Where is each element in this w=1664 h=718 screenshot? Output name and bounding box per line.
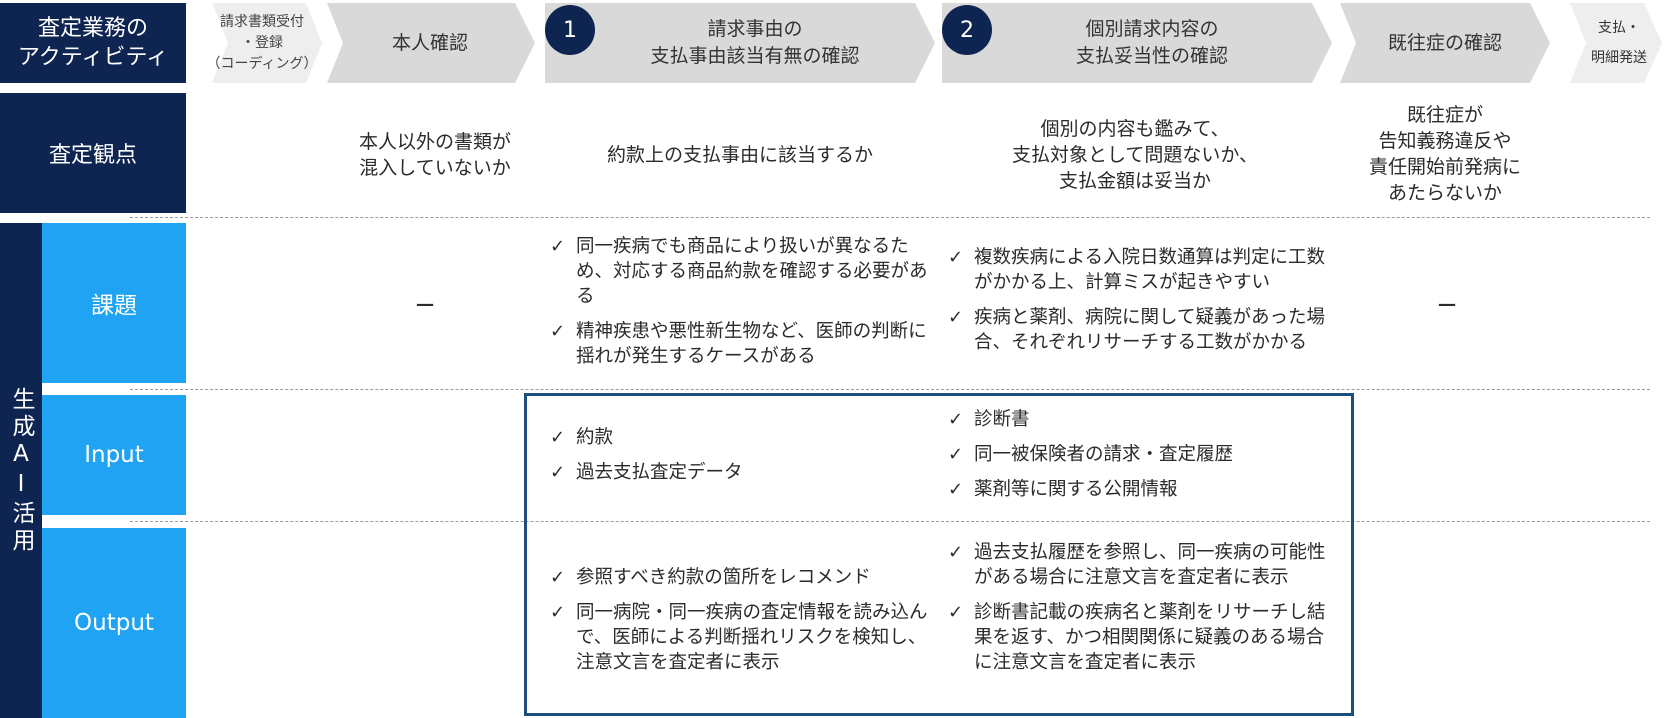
step-claim-reason-label: 請求事由の 支払事由該当有無の確認 — [650, 18, 860, 67]
process-arrow-registration — [212, 3, 322, 83]
list-item: ✓過去支払査定データ — [550, 462, 743, 483]
separator-line — [130, 217, 1650, 218]
output-row-label: Output — [42, 528, 186, 718]
separator-line — [130, 389, 1650, 390]
list-item: ✓参照すべき約款の箇所をレコメンド — [550, 567, 871, 588]
step-number-badge-1: 1 — [545, 5, 595, 55]
check-icon: ✓ — [550, 321, 566, 342]
step-payment-label: 支払・ 明細発送 — [1591, 20, 1647, 66]
list-item: ✓同一病院・同一疾病の査定情報を読み込んで、医師による判断揺れリスクを検知し、注… — [550, 602, 928, 673]
viewpoint-payment-validity: 個別の内容も鑑みて、 支払対象として問題ないか、 支払金額は妥当か — [1011, 118, 1259, 192]
viewpoint-claim-reason: 約款上の支払事由に該当するか — [606, 144, 873, 166]
list-item: ✓薬剤等に関する公開情報 — [948, 479, 1178, 500]
process-arrow-claim-reason — [545, 3, 935, 83]
check-icon: ✓ — [948, 409, 964, 430]
step-identity-label: 本人確認 — [391, 31, 468, 54]
check-icon: ✓ — [550, 236, 566, 257]
process-arrow-payment-validity — [942, 3, 1332, 83]
list-item: ✓約款 — [550, 427, 614, 448]
check-icon: ✓ — [948, 247, 964, 268]
check-icon: ✓ — [948, 444, 964, 465]
issue-identity-dash: − — [414, 290, 436, 320]
check-icon: ✓ — [550, 567, 566, 588]
input-claim-reason: ✓約款 ✓過去支払査定データ — [548, 425, 928, 495]
output-claim-reason: ✓参照すべき約款の箇所をレコメンド ✓同一病院・同一疾病の査定情報を読み込んで、… — [548, 565, 940, 685]
input-row-label: Input — [42, 395, 186, 515]
check-icon: ✓ — [550, 462, 566, 483]
check-icon: ✓ — [948, 479, 964, 500]
list-item: ✓過去支払履歴を参照し、同一疾病の可能性がある場合に注意文言を査定者に表示 — [948, 542, 1326, 588]
issue-row-label: 課題 — [42, 223, 186, 383]
input-payment-validity: ✓診断書 ✓同一被保険者の請求・査定履歴 ✓薬剤等に関する公開情報 — [946, 407, 1336, 512]
check-icon: ✓ — [550, 602, 566, 623]
step-payment-validity-label: 個別請求内容の 支払妥当性の確認 — [1075, 18, 1228, 67]
issue-claim-reason: ✓同一疾病でも商品により扱いが異なるため、対応する商品約款を確認する必要がある … — [548, 234, 940, 379]
process-flow — [212, 3, 1662, 83]
viewpoint-identity: 本人以外の書類が 混入していないか — [358, 131, 511, 179]
check-icon: ✓ — [550, 427, 566, 448]
step-number-badge-2: 2 — [942, 5, 992, 55]
step-registration-label: 請求書類受付 ・登録 （コーディング） — [206, 13, 318, 72]
list-item: ✓疾病と薬剤、病院に関して疑義があった場合、それぞれリサーチする工数がかかる — [948, 307, 1325, 353]
check-icon: ✓ — [948, 602, 964, 623]
list-item: ✓同一疾病でも商品により扱いが異なるため、対応する商品約款を確認する必要がある — [550, 236, 928, 307]
process-arrow-identity — [327, 3, 535, 83]
list-item: ✓複数疾病による入院日数通算は判定に工数がかかる上、計算ミスが起きやすい — [948, 247, 1325, 293]
output-payment-validity: ✓過去支払履歴を参照し、同一疾病の可能性がある場合に注意文言を査定者に表示 ✓診… — [946, 540, 1338, 685]
check-icon: ✓ — [948, 542, 964, 563]
ai-scope-frame — [524, 393, 1354, 716]
check-icon: ✓ — [948, 307, 964, 328]
viewpoint-preexisting: 既往症が 告知義務違反や 責任開始前発病に あたらないか — [1368, 104, 1521, 204]
process-arrow-preexisting — [1340, 3, 1550, 83]
issue-payment-validity: ✓複数疾病による入院日数通算は判定に工数がかかる上、計算ミスが起きやすい ✓疾病… — [946, 245, 1338, 365]
list-item: ✓診断書 — [948, 409, 1030, 430]
list-item: ✓診断書記載の疾病名と薬剤をリサーチし結果を返す、かつ相関関係に疑義のある場合に… — [948, 602, 1326, 673]
issue-preexisting-dash: − — [1436, 290, 1458, 320]
list-item: ✓精神疾患や悪性新生物など、医師の判断に揺れが発生するケースがある — [550, 321, 927, 367]
viewpoint-row-label: 査定観点 — [0, 93, 186, 213]
process-arrow-payment — [1570, 3, 1662, 83]
gen-ai-side-label: 生成AI活用 — [0, 223, 42, 718]
separator-line — [130, 521, 1650, 522]
activity-row-label: 査定業務の アクティビティ — [0, 3, 186, 83]
list-item: ✓同一被保険者の請求・査定履歴 — [948, 444, 1234, 465]
step-preexisting-label: 既往症の確認 — [1387, 31, 1502, 54]
